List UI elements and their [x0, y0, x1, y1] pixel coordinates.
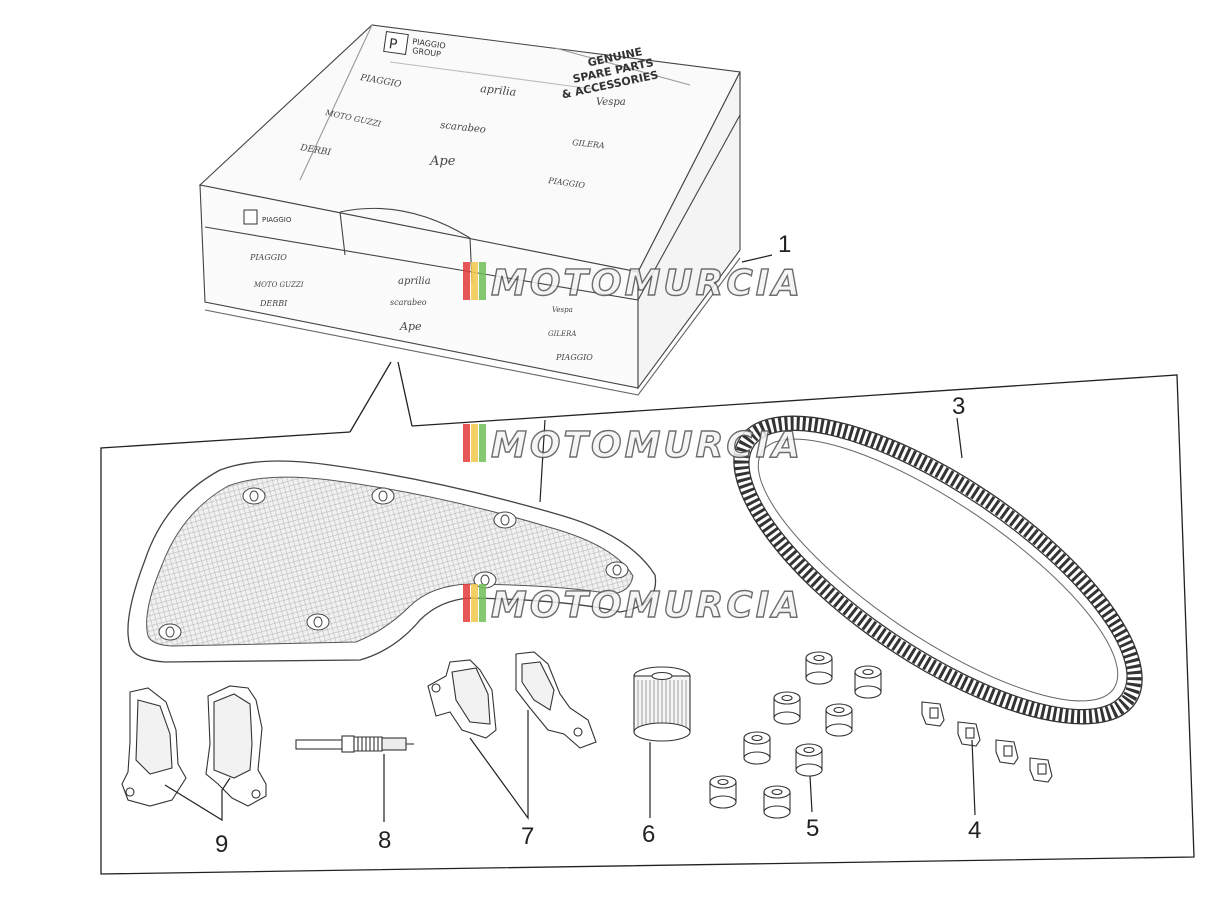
watermark-2: MOTOMURCIA [463, 424, 803, 467]
brand-side-piaggio-2: PIAGGIO [555, 353, 593, 362]
group-logo-line2: GROUP [412, 46, 442, 59]
callout-line-9 [164, 777, 231, 822]
brand-side-moto-guzzi: MOTO GUZZI [253, 281, 304, 289]
callout-1: 1 [778, 231, 791, 258]
box-side-brands: PIAGGIO PIAGGIO MOTO GUZZI DERBI aprilia… [243, 209, 593, 362]
brand-top-vespa: Vespa [596, 97, 626, 108]
callout-6: 6 [642, 821, 655, 848]
callout-4: 4 [968, 817, 981, 844]
side-group-logo: PIAGGIO [262, 216, 292, 224]
genuine-parts-box [198, 24, 741, 396]
watermark-3: MOTOMURCIA [463, 584, 803, 627]
brand-side-vespa: Vespa [552, 306, 573, 314]
callout-5: 5 [806, 815, 819, 842]
brand-side-ape: Ape [399, 320, 422, 333]
drive-belt [733, 415, 1143, 725]
kit-frame [100, 361, 1195, 875]
brand-side-piaggio: PIAGGIO [249, 253, 287, 262]
brand-top-scarabeo: scarabeo [440, 120, 487, 136]
watermark-1: MOTOMURCIA [463, 262, 803, 305]
callout-9: 9 [215, 831, 228, 858]
callout-line-1 [741, 254, 773, 263]
brand-side-derbi: DERBI [259, 299, 288, 308]
svg-text:P: P [388, 36, 399, 53]
brand-side-gilera: GILERA [548, 330, 576, 338]
callout-line-5 [809, 775, 813, 813]
brand-top-aprilia: aprilia [480, 82, 517, 99]
watermark-2-text: MOTOMURCIA [491, 425, 803, 466]
brand-side-scarabeo: scarabeo [390, 298, 427, 307]
oil-filter [633, 666, 691, 742]
callout-8: 8 [378, 827, 391, 854]
callout-line-4 [971, 739, 976, 816]
box-group-logo: P PIAGGIO GROUP [383, 31, 446, 59]
variator-sliders [921, 701, 1053, 783]
brake-pads-front [427, 651, 597, 749]
watermark-3-text: MOTOMURCIA [491, 585, 803, 626]
brand-top-gilera: GILERA [572, 138, 605, 150]
variator-rollers [709, 651, 882, 819]
callout-line-3 [956, 417, 963, 459]
brake-pads-rear [121, 685, 267, 807]
air-filter-element [127, 419, 657, 663]
callout-7: 7 [521, 823, 534, 850]
callout-3: 3 [952, 393, 965, 420]
spark-plug [295, 735, 414, 753]
brand-side-aprilia: aprilia [398, 276, 431, 287]
watermark-1-text: MOTOMURCIA [491, 263, 803, 304]
callout-line-7 [469, 710, 529, 820]
brand-top-ape: Ape [429, 154, 456, 169]
